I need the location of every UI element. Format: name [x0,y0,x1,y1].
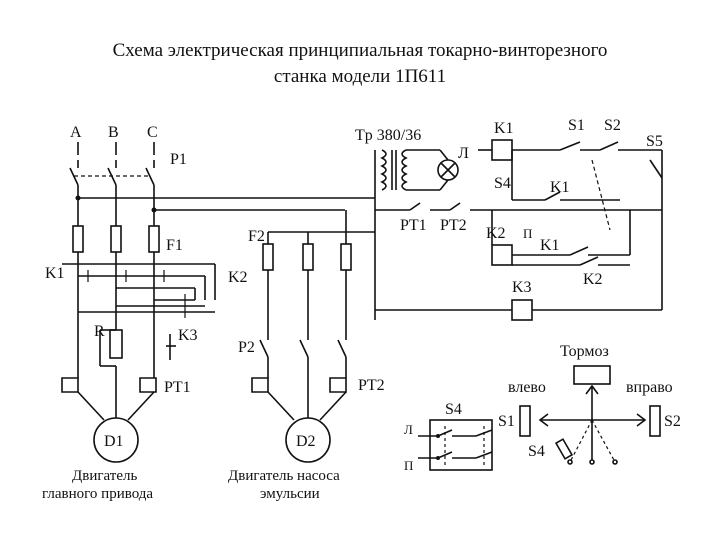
switch-s2 [599,141,640,151]
caption-d2-line2: эмульсии [260,486,320,502]
label-k1-coil: K1 [494,120,514,137]
label-p2: P2 [238,339,255,356]
label-s4-box: S4 [445,401,462,418]
switch-s4-bottom [554,438,574,460]
label-r: R [94,323,105,340]
label-k3-contact: K3 [178,327,198,344]
switch-box-s4 [418,419,493,471]
phase-label-b: B [108,124,119,141]
coil-k1 [491,139,513,161]
label-s2-bottom: S2 [664,413,681,430]
label-k2-coil: K2 [486,225,506,242]
lamp-icon [437,149,459,191]
label-brake: Тормоз [560,343,609,360]
label-lamp: Л [458,145,469,162]
caption-d1-line1: Двигатель [72,468,137,484]
label-s4-bottom: S4 [528,443,545,460]
coil-k3 [511,299,533,321]
label-d2: D2 [296,433,316,450]
label-k1-contact-2: K1 [540,237,560,254]
label-k1-contact: K1 [550,179,570,196]
phase-terminals [77,142,155,155]
label-pt2: PT2 [358,377,385,394]
label-k1-main: K1 [45,265,65,282]
label-s2: S2 [604,117,621,134]
label-pt2-contact: PT2 [440,217,467,234]
fuse-f2-3 [340,243,352,271]
transformer [380,149,440,191]
switch-p1 [69,160,155,186]
resistor-r [99,329,123,367]
limit-switch-s1 [519,405,531,437]
label-s5: S5 [646,133,663,150]
label-p-mark: П [523,226,532,241]
switch-s5 [649,159,663,179]
label-s1-bottom: S1 [498,413,515,430]
title-line-1: Схема электрическая принципиальная токар… [112,40,608,61]
label-s4-top: S4 [494,175,511,192]
caption-d2-line1: Двигатель насоса [228,468,340,484]
label-box-p: П [404,458,413,473]
limit-switch-s2 [649,405,661,437]
label-p1: P1 [170,151,187,168]
label-k2-main: K2 [228,269,248,286]
contactor-k1-k2 [62,263,216,318]
label-d1: D1 [104,433,124,450]
label-pt1: PT1 [164,379,191,396]
phase-label-a: A [70,124,82,141]
label-k3-coil: K3 [512,279,532,296]
label-f2: F2 [248,228,265,245]
brake-block [573,365,611,385]
label-box-l: Л [404,422,413,437]
label-pt1-contact: PT1 [400,217,427,234]
lever-arrows [538,384,647,465]
label-transformer: Tp 380/36 [355,127,421,144]
motor-d1 [93,417,139,463]
fuse-f2-1 [262,243,274,271]
label-left: влево [508,379,546,396]
title-line-2: станка модели 1П611 [273,66,447,87]
fuse-f2-2 [302,243,314,271]
label-s1: S1 [568,117,585,134]
caption-d1-line2: главного привода [42,486,153,502]
thermal-relay-pt2 [251,377,347,393]
phase-label-c: C [147,124,158,141]
switch-p2 [259,339,347,358]
fuses-f1 [72,225,160,253]
diagram-title: Схема электрическая принципиальная токар… [0,38,720,90]
switch-s1 [559,141,600,151]
label-k2-contact: K2 [583,271,603,288]
label-right: вправо [626,379,673,396]
coil-k2 [491,244,513,266]
contact-k3 [166,334,176,360]
motor-d2 [285,417,331,463]
label-f1: F1 [166,237,183,254]
thermal-relay-pt1 [61,377,157,393]
